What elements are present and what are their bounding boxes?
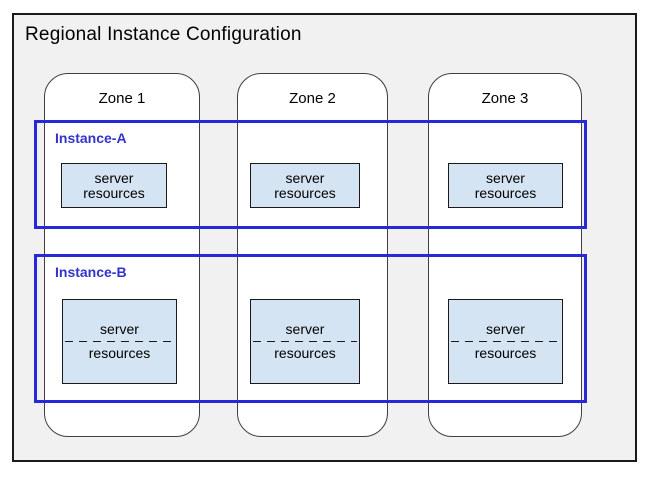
instance-b-label: Instance-B [55,264,127,280]
server-box-text: resources [83,184,145,201]
zone-3-label: Zone 3 [481,90,529,107]
server-box-text: resources [274,184,336,201]
server-box-text: resources [474,345,537,361]
server-box-text: server [486,169,525,186]
instance-a-boundary: Instance-A [34,120,587,229]
server-box-text: server [94,169,134,186]
server-resources-box-b-zone1: server resources [62,299,177,384]
dashed-divider [65,341,174,342]
zone-1-label: Zone 1 [98,90,146,107]
dashed-divider [253,341,357,342]
server-resources-box-a-zone3: server resources [448,163,563,208]
server-box-text: resources [474,184,537,201]
instance-a-label: Instance-A [55,130,127,146]
server-box-text: server [486,321,525,337]
server-resources-box-a-zone1: server resources [61,163,167,208]
zone-2-label: Zone 2 [289,90,336,107]
server-resources-box-a-zone2: server resources [250,163,360,208]
diagram-title: Regional Instance Configuration [25,24,302,45]
server-box-text: resources [88,345,151,361]
server-box-text: resources [274,345,336,361]
server-resources-box-b-zone3: server resources [448,299,563,384]
server-resources-box-b-zone2: server resources [250,299,360,384]
instance-b-boundary: Instance-B [34,254,587,403]
server-box-text: server [100,321,139,337]
server-box-text: server [285,169,325,186]
server-box-text: server [285,321,325,337]
dashed-divider [451,341,560,342]
